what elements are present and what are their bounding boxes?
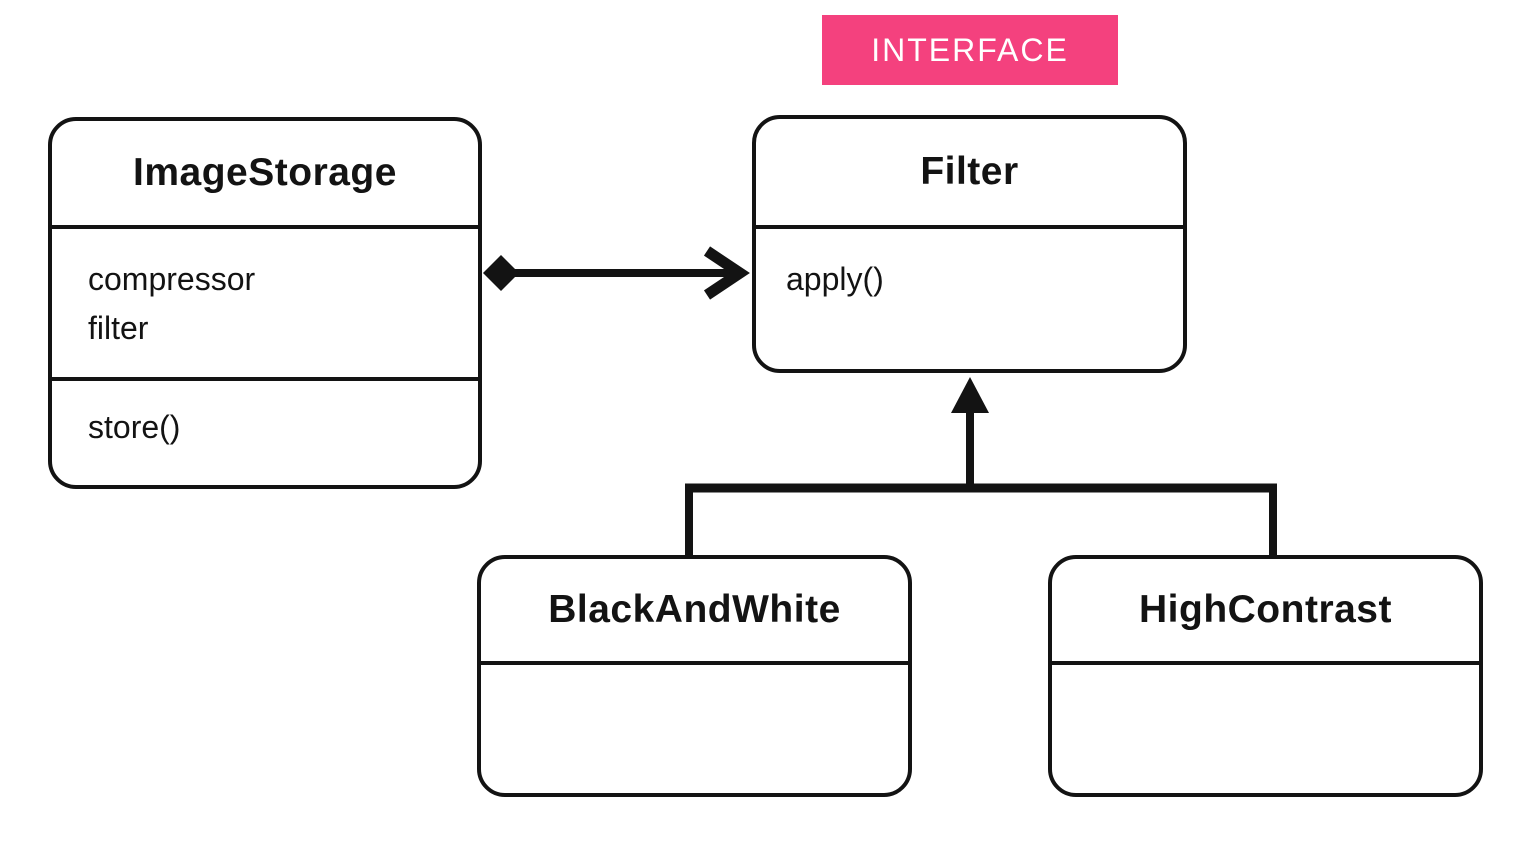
inheritance-triangle-icon	[951, 377, 989, 413]
method-apply: apply()	[786, 261, 884, 297]
class-body-high-contrast	[1052, 661, 1479, 793]
class-methods-filter: apply()	[756, 225, 1183, 369]
interface-badge: INTERFACE	[822, 15, 1118, 85]
inheritance-connector	[685, 377, 1277, 559]
composition-diamond-icon	[483, 255, 519, 291]
class-box-high-contrast: HighContrast	[1048, 555, 1483, 797]
class-title-high-contrast: HighContrast	[1139, 588, 1392, 631]
composition-arrow	[483, 246, 750, 300]
attribute-filter: filter	[88, 310, 149, 346]
class-body-black-and-white	[481, 661, 908, 793]
class-box-filter: Filter apply()	[752, 115, 1187, 373]
class-methods-image-storage: store()	[52, 377, 478, 485]
class-box-image-storage: ImageStorage compressor filter store()	[48, 117, 482, 489]
open-arrowhead-icon	[703, 246, 750, 300]
class-title-image-storage: ImageStorage	[133, 151, 397, 194]
attribute-compressor: compressor	[88, 261, 256, 297]
method-store: store()	[88, 409, 181, 445]
class-attributes-image-storage: compressor filter	[52, 225, 478, 377]
class-title-black-and-white: BlackAndWhite	[548, 588, 841, 631]
class-box-black-and-white: BlackAndWhite	[477, 555, 912, 797]
class-title-filter: Filter	[920, 150, 1019, 193]
